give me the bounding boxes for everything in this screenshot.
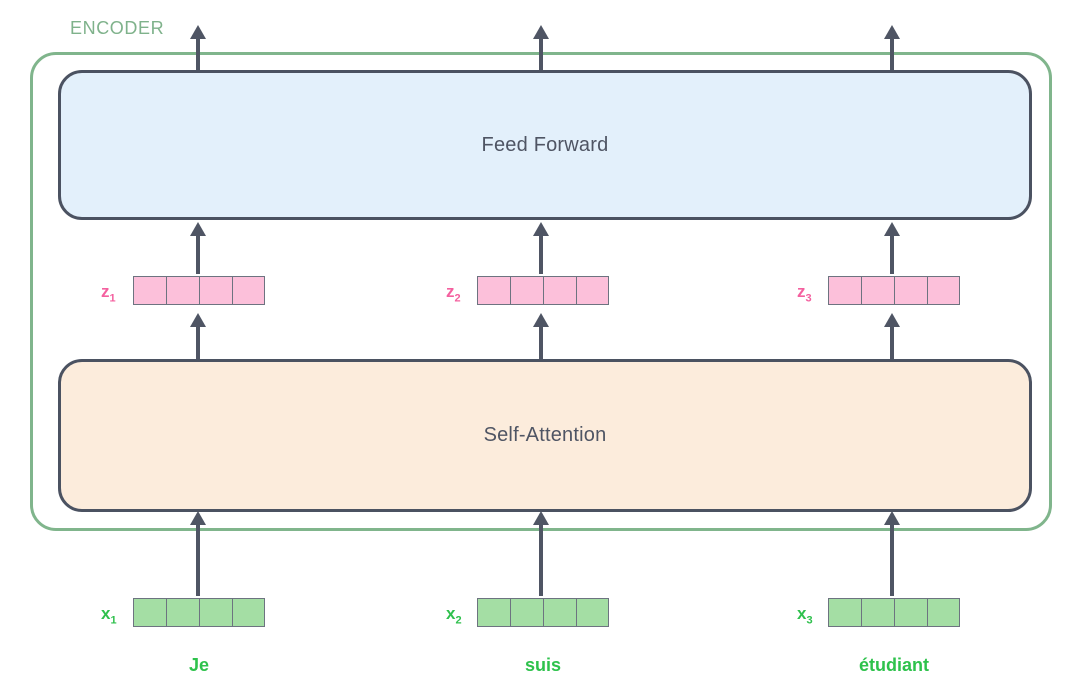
vector-cell xyxy=(861,276,894,305)
arrow-head-icon xyxy=(533,313,549,327)
feed-forward-block[interactable]: Feed Forward xyxy=(58,70,1032,220)
x1-vector[interactable] xyxy=(133,598,265,627)
z2-tag-text: z xyxy=(446,282,455,301)
arrow-shaft xyxy=(539,325,543,361)
arrow-shaft xyxy=(539,234,543,274)
vector-cell xyxy=(927,598,960,627)
vector-cell xyxy=(510,276,543,305)
arrow-head-icon xyxy=(190,222,206,236)
arrow-head-icon xyxy=(533,222,549,236)
x3-tag: x3 xyxy=(797,605,813,626)
x1-tag-index: 1 xyxy=(110,614,117,627)
vector-cell xyxy=(894,276,927,305)
arrow-head-icon xyxy=(884,222,900,236)
encoder-label: ENCODER xyxy=(70,18,165,38)
vector-cell xyxy=(927,276,960,305)
z2-tag-index: 2 xyxy=(454,292,461,305)
vector-cell xyxy=(543,598,576,627)
vector-cell xyxy=(477,598,510,627)
arrow-shaft xyxy=(196,234,200,274)
output-arrow-2 xyxy=(533,25,549,71)
x2-vector[interactable] xyxy=(477,598,609,627)
arrow-shaft xyxy=(196,523,200,596)
z3-tag-index: 3 xyxy=(805,292,812,305)
vector-cell xyxy=(510,598,543,627)
x2-tag-text: x xyxy=(446,604,456,623)
z1-tag-index: 1 xyxy=(109,292,116,305)
z3-vector[interactable] xyxy=(828,276,960,305)
vector-cell xyxy=(166,276,199,305)
arrow-shaft xyxy=(890,37,894,71)
vector-cell xyxy=(861,598,894,627)
output-arrow-3 xyxy=(884,25,900,71)
arrow-head-icon xyxy=(884,511,900,525)
arrow-shaft xyxy=(539,523,543,596)
arrow-shaft xyxy=(196,325,200,361)
x-to-sa-arrow-3 xyxy=(884,511,900,596)
feed-forward-label: Feed Forward xyxy=(481,133,609,156)
arrow-shaft xyxy=(539,37,543,71)
z3-tag: z3 xyxy=(797,283,812,304)
z2-tag: z2 xyxy=(446,283,461,304)
z1-tag: z1 xyxy=(101,283,116,304)
self-attention-block[interactable]: Self-Attention xyxy=(58,359,1032,512)
word-label-2: suis xyxy=(524,655,562,675)
sa-to-z-arrow-1 xyxy=(190,313,206,361)
vector-cell xyxy=(232,598,265,627)
z-to-ff-arrow-2 xyxy=(533,222,549,274)
word-label-1: Je xyxy=(188,655,210,675)
arrow-shaft xyxy=(196,37,200,71)
vector-cell xyxy=(133,276,166,305)
output-arrow-1 xyxy=(190,25,206,71)
x3-tag-index: 3 xyxy=(806,614,813,627)
x-to-sa-arrow-1 xyxy=(190,511,206,596)
x3-vector[interactable] xyxy=(828,598,960,627)
arrow-head-icon xyxy=(533,511,549,525)
vector-cell xyxy=(133,598,166,627)
vector-cell xyxy=(828,598,861,627)
vector-cell xyxy=(576,276,609,305)
vector-cell xyxy=(199,598,232,627)
arrow-head-icon xyxy=(190,511,206,525)
x1-tag-text: x xyxy=(101,604,111,623)
vector-cell xyxy=(894,598,927,627)
z1-tag-text: z xyxy=(101,282,110,301)
x3-tag-text: x xyxy=(797,604,807,623)
arrow-shaft xyxy=(890,523,894,596)
arrow-head-icon xyxy=(884,313,900,327)
x-to-sa-arrow-2 xyxy=(533,511,549,596)
z-to-ff-arrow-1 xyxy=(190,222,206,274)
sa-to-z-arrow-2 xyxy=(533,313,549,361)
self-attention-label: Self-Attention xyxy=(483,424,607,446)
arrow-head-icon xyxy=(533,25,549,39)
vector-cell xyxy=(166,598,199,627)
vector-cell xyxy=(477,276,510,305)
sa-to-z-arrow-3 xyxy=(884,313,900,361)
vector-cell xyxy=(828,276,861,305)
z3-tag-text: z xyxy=(797,282,806,301)
z-to-ff-arrow-3 xyxy=(884,222,900,274)
word-label-3: étudiant xyxy=(859,655,929,675)
vector-cell xyxy=(199,276,232,305)
z1-vector[interactable] xyxy=(133,276,265,305)
vector-cell xyxy=(576,598,609,627)
x2-tag-index: 2 xyxy=(455,614,462,627)
vector-cell xyxy=(232,276,265,305)
arrow-shaft xyxy=(890,325,894,361)
arrow-shaft xyxy=(890,234,894,274)
vector-cell xyxy=(543,276,576,305)
arrow-head-icon xyxy=(884,25,900,39)
z2-vector[interactable] xyxy=(477,276,609,305)
arrow-head-icon xyxy=(190,313,206,327)
arrow-head-icon xyxy=(190,25,206,39)
x1-tag: x1 xyxy=(101,605,117,626)
x2-tag: x2 xyxy=(446,605,462,626)
